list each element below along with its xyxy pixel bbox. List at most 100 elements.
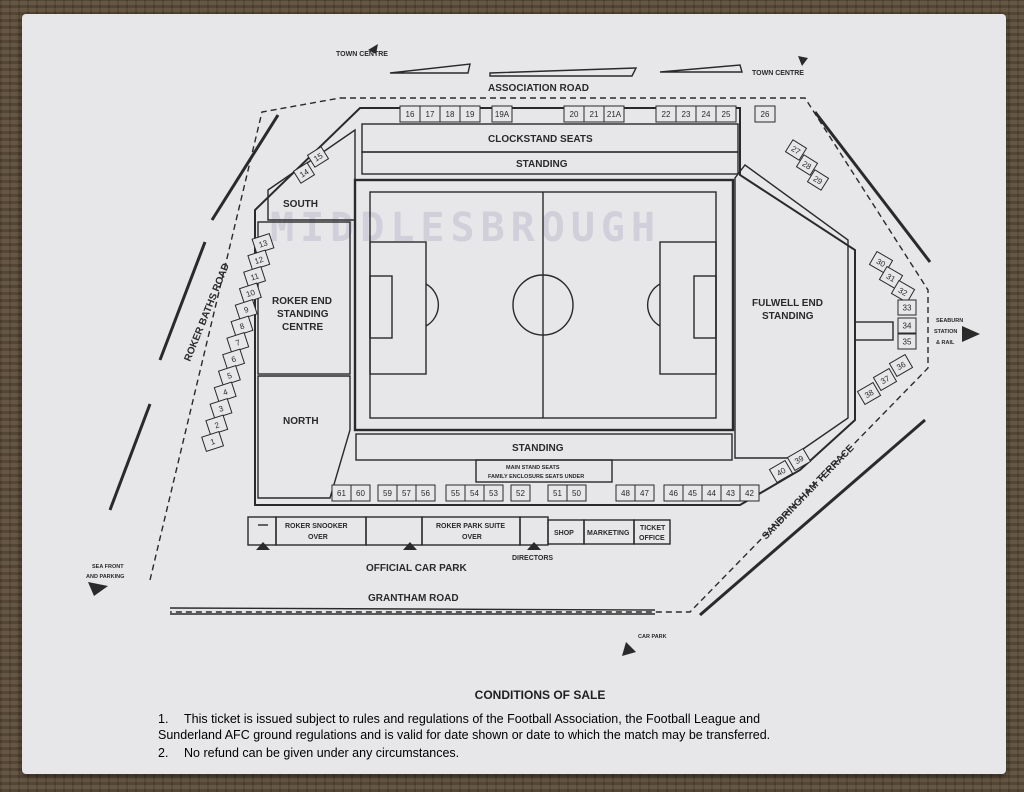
gate-number: 18 — [446, 110, 455, 119]
conditions-section: CONDITIONS OF SALE — [0, 688, 1024, 702]
right-penalty-arc — [646, 283, 661, 327]
gate-36: 36 — [888, 353, 914, 378]
gate-number: 3 — [218, 404, 226, 414]
condition-1-number: 1. — [158, 712, 169, 726]
gate-number: 11 — [249, 271, 260, 282]
label-main-stand-1: MAIN STAND SEATS — [506, 465, 560, 471]
gate-number: 20 — [570, 110, 579, 119]
label-roker-end-1: ROKER END — [272, 296, 332, 307]
gate-number: 47 — [640, 489, 649, 498]
gate-number: 22 — [662, 110, 671, 119]
building-ticket-office — [633, 519, 671, 545]
building-directors — [519, 516, 549, 546]
street-line-2 — [489, 67, 638, 77]
gate-50: 50 — [566, 484, 587, 502]
label-association-road: ASSOCIATION ROAD — [488, 83, 589, 94]
gate-52: 52 — [510, 484, 531, 502]
pitch-outer — [353, 178, 735, 432]
label-sea-front-1: SEA FRONT — [92, 564, 124, 570]
north-block — [257, 375, 351, 499]
gate-15: 15 — [306, 146, 330, 168]
gate-number: 17 — [426, 110, 435, 119]
gate-number: 24 — [702, 110, 711, 119]
gate-1: 1 — [201, 430, 225, 453]
label-marketing: MARKETING — [587, 530, 630, 537]
gate-box — [795, 154, 819, 176]
gate-number: 46 — [669, 489, 678, 498]
gate-46: 46 — [663, 484, 684, 502]
gate-61: 61 — [331, 484, 352, 502]
gate-number: 57 — [402, 489, 411, 498]
gate-box — [483, 484, 504, 502]
gate-23: 23 — [675, 105, 697, 123]
gate-number: 25 — [722, 110, 731, 119]
label-roker-suite-1: ROKER PARK SUITE — [436, 523, 505, 530]
label-directors: DIRECTORS — [512, 555, 553, 562]
label-roker-end-3: CENTRE — [282, 322, 323, 333]
building-snooker-left — [247, 516, 277, 546]
gate-box — [856, 381, 882, 406]
label-north: NORTH — [283, 416, 319, 427]
gate-54: 54 — [464, 484, 485, 502]
right-road-edge — [813, 111, 932, 263]
gate-33: 33 — [897, 299, 917, 316]
gate-number: 34 — [903, 322, 912, 331]
gate-number: 8 — [239, 321, 247, 331]
label-clockstand: CLOCKSTAND SEATS — [488, 134, 593, 145]
left-road-edge-3 — [210, 114, 280, 221]
gate-number: 54 — [470, 489, 479, 498]
gate-number: 60 — [356, 489, 365, 498]
gate-number: 50 — [572, 489, 581, 498]
seaburn-connector — [854, 321, 894, 341]
gate-number: 6 — [230, 354, 238, 364]
gate-box — [491, 105, 513, 123]
label-seaburn-3: & RAIL — [936, 340, 955, 346]
arrow-entrance-3-icon — [527, 542, 541, 550]
gate-number: 4 — [222, 387, 230, 397]
gate-number: 59 — [383, 489, 392, 498]
label-seaburn-1: SEABURN — [936, 318, 963, 324]
gate-box — [754, 105, 776, 123]
condition-2-text: No refund can be given under any circums… — [184, 746, 460, 760]
gate-number: 19A — [495, 110, 510, 119]
gate-number: 52 — [516, 489, 525, 498]
right-penalty-box — [659, 241, 717, 375]
gate-32: 32 — [890, 279, 916, 304]
gate-42: 42 — [739, 484, 760, 502]
label-town-centre-right: TOWN CENTRE — [752, 70, 804, 77]
gate-box — [459, 105, 481, 123]
condition-item-1-cont: Sunderland AFC ground regulations and is… — [158, 727, 938, 743]
label-car-park: CAR PARK — [638, 634, 667, 640]
gate-number: 53 — [489, 489, 498, 498]
gate-25: 25 — [715, 105, 737, 123]
label-main-stand-2: FAMILY ENCLOSURE SEATS UNDER — [488, 474, 584, 480]
gate-21: 21 — [583, 105, 605, 123]
gate-box — [510, 484, 531, 502]
gate-number: 1 — [209, 437, 217, 447]
arrow-town-centre-right-icon — [798, 56, 808, 66]
label-standing-top: STANDING — [516, 159, 568, 170]
gate-47: 47 — [634, 484, 655, 502]
gate-box — [890, 279, 916, 304]
stadium-perimeter — [254, 107, 856, 506]
gate-box — [603, 105, 625, 123]
gate-number: 26 — [761, 110, 770, 119]
gate-box — [715, 105, 737, 123]
centre-circle — [512, 274, 574, 336]
gate-number: 13 — [258, 238, 270, 249]
gate-box — [566, 484, 587, 502]
main-stand-block — [475, 459, 613, 483]
gate-box — [306, 146, 330, 168]
label-roker-snooker-2: OVER — [308, 534, 328, 541]
right-goal-box — [693, 275, 717, 339]
standing-top-block — [361, 151, 739, 175]
gate-16: 16 — [399, 105, 421, 123]
gate-48: 48 — [615, 484, 636, 502]
gate-number: 61 — [337, 489, 346, 498]
gate-box — [806, 169, 830, 191]
gate-24: 24 — [695, 105, 717, 123]
gate-box — [415, 484, 436, 502]
gate-37: 37 — [872, 367, 898, 392]
